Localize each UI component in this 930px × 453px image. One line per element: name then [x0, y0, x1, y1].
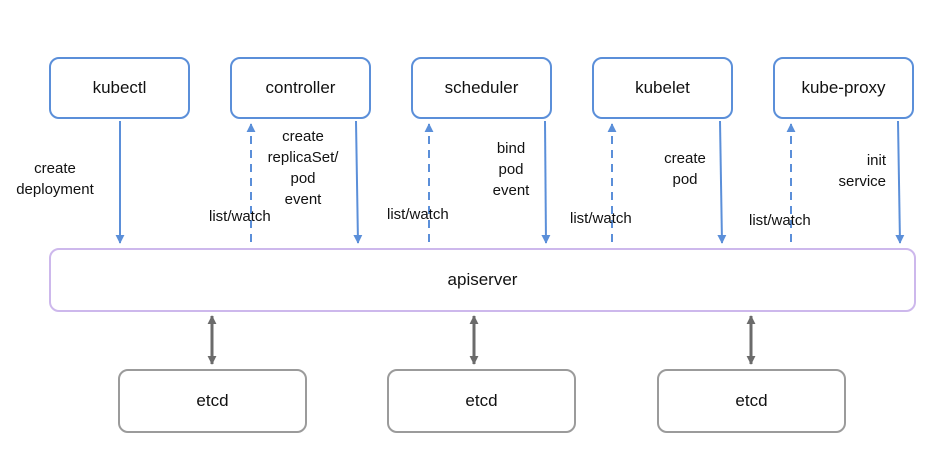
kubectl-label: kubectl	[92, 78, 147, 97]
kube-proxy-label: kube-proxy	[801, 78, 886, 97]
proxy-action-label: init service	[838, 152, 886, 190]
proxy-watch-label: list/watch	[749, 212, 811, 229]
etcd-label: etcd	[196, 391, 229, 410]
etcd-box-1: etcd	[118, 369, 307, 433]
scheduler-label: scheduler	[444, 78, 519, 97]
kubectl-action-label: create deployment	[16, 160, 94, 198]
kubelet-watch-label: list/watch	[570, 210, 632, 227]
kubelet-action-label: create pod	[664, 150, 706, 188]
controller-box: controller	[230, 57, 371, 119]
apiserver-box: apiserver	[49, 248, 916, 312]
controller-action-label: create replicaSet/ pod event	[267, 128, 339, 208]
scheduler-action-label: bind pod event	[492, 140, 530, 199]
controller-create-arrow	[353, 120, 363, 244]
kube-proxy-box: kube-proxy	[773, 57, 914, 119]
kubectl-box: kubectl	[49, 57, 190, 119]
etcd-box-3: etcd	[657, 369, 846, 433]
scheduler-box: scheduler	[411, 57, 552, 119]
scheduler-watch-label: list/watch	[387, 206, 449, 223]
scheduler-bind-arrow	[541, 120, 551, 244]
kubelet-label: kubelet	[635, 78, 690, 97]
etcd-label: etcd	[465, 391, 498, 410]
etcd-box-2: etcd	[387, 369, 576, 433]
proxy-init-arrow	[895, 120, 905, 244]
controller-label: controller	[265, 78, 336, 97]
controller-watch-label: list/watch	[209, 208, 271, 225]
kubelet-create-arrow	[717, 120, 727, 244]
apiserver-label: apiserver	[447, 270, 518, 289]
etcd-label: etcd	[735, 391, 768, 410]
kubelet-box: kubelet	[592, 57, 733, 119]
